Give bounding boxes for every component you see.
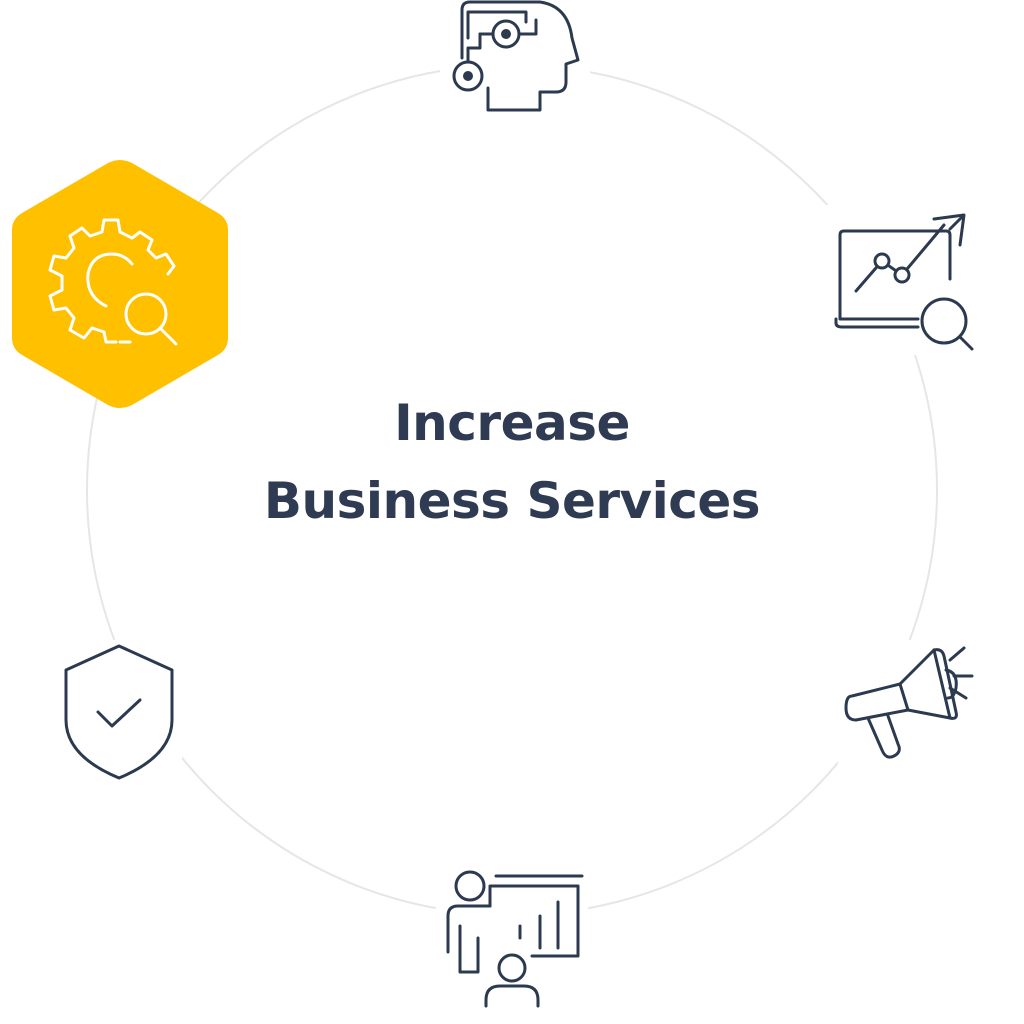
node-megaphone[interactable] bbox=[838, 640, 984, 770]
node-gear-search-highlighted[interactable] bbox=[8, 156, 232, 412]
center-title: Increase Business Services bbox=[212, 384, 812, 540]
hexagon-badge bbox=[12, 160, 228, 408]
ai-head-circuit-icon bbox=[452, 0, 580, 112]
center-title-line-2: Business Services bbox=[263, 472, 761, 530]
gear-search-icon bbox=[12, 160, 228, 408]
presentation-user-icon bbox=[446, 870, 584, 1008]
node-presentation[interactable] bbox=[436, 866, 588, 1008]
node-shield[interactable] bbox=[56, 640, 182, 786]
node-laptop-chart[interactable] bbox=[826, 205, 984, 355]
node-ai-head[interactable] bbox=[440, 0, 590, 120]
megaphone-icon bbox=[844, 646, 974, 759]
shield-check-icon bbox=[64, 644, 174, 780]
center-title-line-1: Increase bbox=[394, 394, 630, 452]
laptop-chart-search-icon bbox=[834, 213, 974, 351]
